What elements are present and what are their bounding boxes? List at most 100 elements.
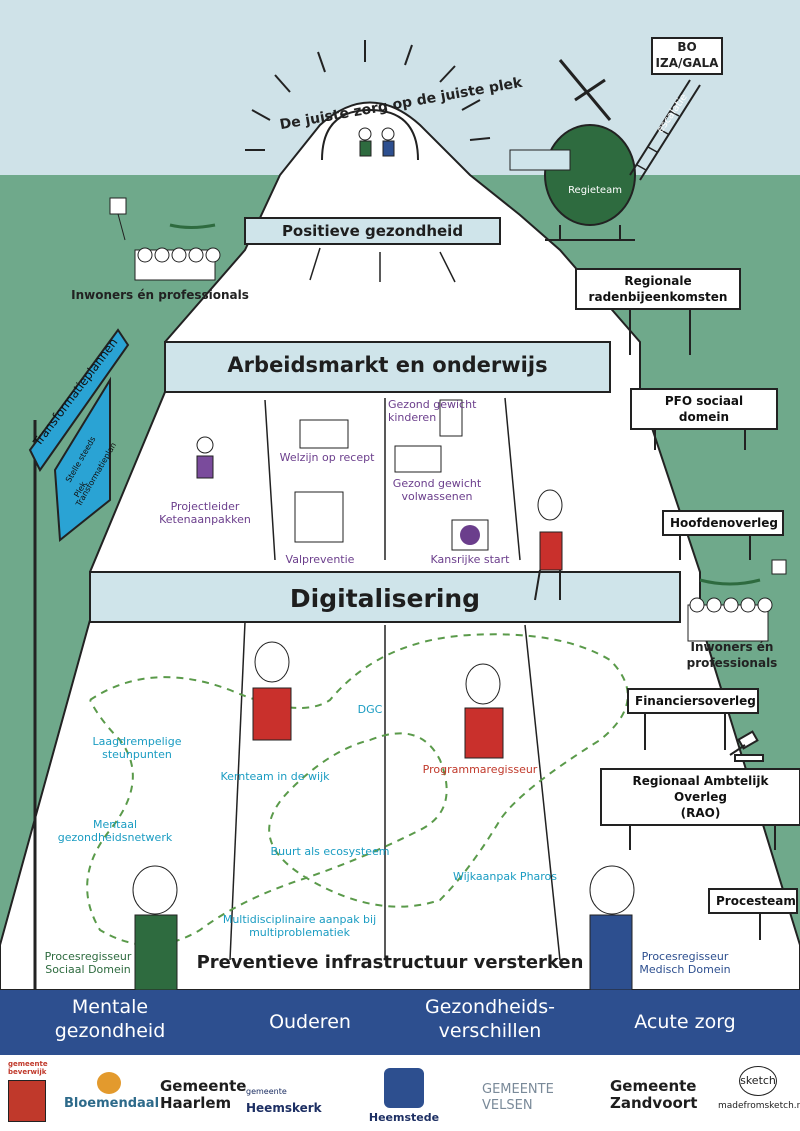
logo-zandvoort-1: Gemeente (610, 1077, 697, 1095)
logo-velsen-2: VELSEN (482, 1098, 533, 1113)
sitting-figure (534, 489, 563, 601)
logo-velsen: GEMEENTE VELSEN (452, 1082, 602, 1114)
gezond-kind-2: kinderen (388, 411, 437, 424)
pillar-acute: Acute zorg (634, 1011, 736, 1033)
logo-heemstede-text: Heemstede (368, 1111, 440, 1124)
pillar-ouderen: Ouderen (269, 1011, 351, 1033)
wijkaanpak-label: Wijkaanpak Pharos (452, 870, 558, 883)
gezond-volw-2: volwassenen (401, 490, 473, 503)
helicopter-box-line2: IZA/GALA (655, 56, 719, 70)
gezond-volw-icon (394, 445, 442, 473)
sign-regionale-1: Regionale (624, 274, 692, 288)
group-right-label-2: professionals (686, 656, 778, 670)
proces-med-2: Medisch Domein (639, 963, 731, 976)
sun-rays-icon (245, 40, 491, 151)
gezond-kind-icon (439, 399, 463, 437)
group-right-label-1: Inwoners én (690, 640, 774, 654)
top-figures (358, 127, 395, 157)
logo-heemskerk-2: Heemskerk (246, 1101, 322, 1115)
logo-bloemendaal-text: Bloemendaal (64, 1096, 160, 1111)
group-top-left (109, 197, 221, 281)
helicopter-icon (509, 37, 723, 241)
welzijn-label: Welzijn op recept (279, 451, 375, 464)
sign-financiers: Financiersoverleg (627, 688, 759, 714)
group-right (687, 559, 787, 642)
programmaregisseur-label: Programmaregisseur (422, 763, 538, 776)
procesregisseur-med-figure (589, 865, 635, 991)
pillar-mentale-1: Mentale (71, 996, 149, 1018)
welzijn-icon (299, 419, 349, 449)
helicopter-box-line1: BO (677, 40, 697, 54)
sign-regionale-2: radenbijeenkomsten (588, 290, 728, 304)
pillar-gezondheids-1: Gezondheids- (425, 996, 555, 1018)
logo-zandvoort: Gemeente Zandvoort (585, 1078, 730, 1112)
proces-soc-2: Sociaal Domein (45, 963, 131, 976)
sign-rao-2: (RAO) (680, 806, 721, 820)
pillars-bar (0, 990, 800, 1055)
logo-beverwijk-1: gemeente (8, 1060, 48, 1068)
logo-beverwijk-2: beverwijk (8, 1068, 47, 1076)
gavel-icon (729, 730, 764, 762)
lane-lines (229, 247, 561, 961)
projectleider-1: Projectleider (170, 500, 240, 513)
logo-heemstede: Heemstede (366, 1068, 442, 1126)
bloemendaal-flower-icon (97, 1072, 121, 1094)
kernteam-figure (252, 641, 292, 741)
mentaal-1: Mentaal (92, 818, 138, 831)
beverwijk-crest-icon (8, 1080, 46, 1122)
sign-procesteam: Procesteam (708, 888, 798, 914)
proces-soc-1: Procesregisseur (44, 950, 132, 963)
multi-2: multiproblematiek (249, 926, 350, 939)
signpost-icon (28, 328, 130, 990)
dashed-path (86, 633, 629, 946)
regieteam-label: Regieteam (568, 185, 622, 196)
banner-preventieve: Preventieve infrastructuur versterken (196, 952, 584, 973)
mentaal-2: gezondheidsnetwerk (57, 831, 173, 844)
logo-beverwijk: gemeente beverwijk (8, 1060, 53, 1122)
logo-zandvoort-2: Zandvoort (610, 1094, 698, 1112)
banner-arbeidsmarkt-bg (164, 341, 611, 393)
logo-heemskerk-1: gemeente (246, 1087, 287, 1096)
kernteam-label: Kernteam in de wijk (220, 770, 330, 783)
banner-positieve: Positieve gezondheid (281, 222, 464, 240)
heemstede-crest-icon (384, 1068, 424, 1108)
sign-regionale: Regionale radenbijeenkomsten (575, 268, 741, 310)
banner-digitalisering: Digitalisering (289, 584, 481, 613)
sign-hoofden: Hoofdenoverleg (662, 510, 784, 536)
logo-velsen-1: GEMEENTE (482, 1082, 554, 1097)
logo-sketch: sketch madefromsketch.nl (718, 1066, 800, 1114)
sign-rao-1: Regionaal Ambtelijk Overleg (632, 774, 769, 804)
projectleider-figure (196, 436, 214, 479)
kansrijke-label: Kansrijke start (430, 553, 510, 566)
programmaregisseur-figure (464, 663, 504, 759)
sketch-circle-icon: sketch (739, 1066, 777, 1096)
buurt-label: Buurt als ecosysteem (270, 845, 390, 858)
sign-pfo: PFO sociaal domein (630, 388, 778, 430)
banner-digitalisering-bg (89, 571, 681, 623)
logo-sketch-text: madefromsketch.nl (718, 1101, 800, 1111)
dgc-label: DGC (357, 703, 383, 716)
pillar-mentale-2: gezondheid (54, 1020, 166, 1042)
procesregisseur-soc-figure (132, 865, 178, 991)
gezond-kind-1: Gezond gewicht (388, 398, 477, 411)
pillar-mentale: Mentale gezondheid (30, 995, 190, 1043)
logo-haarlem-2: Haarlem (160, 1094, 232, 1112)
banner-positieve-bg (244, 217, 501, 245)
valpreventie-icon (294, 491, 344, 543)
banner-arbeidsmarkt: Arbeidsmarkt en onderwijs (227, 353, 548, 377)
group-top-left-label: Inwoners én professionals (71, 288, 249, 302)
projectleider-2: Ketenaanpakken (159, 513, 251, 526)
pillar-gezondheids-2: verschillen (438, 1020, 542, 1042)
logo-haarlem: Gemeente Haarlem (140, 1078, 270, 1112)
sign-rao: Regionaal Ambtelijk Overleg (RAO) (600, 768, 800, 826)
laagdrempelige-1: Laagdrempelige (92, 735, 182, 748)
proces-med-1: Procesregisseur (641, 950, 729, 963)
pillar-gezondheids: Gezondheids- verschillen (410, 995, 570, 1043)
logo-bloemendaal: Bloemendaal (64, 1072, 160, 1112)
play-icon (460, 525, 480, 545)
multi-1: Multidisciplinaire aanpak bij (222, 913, 377, 926)
logo-haarlem-1: Gemeente (160, 1077, 247, 1095)
valpreventie-label: Valpreventie (285, 553, 355, 566)
gezond-volw-1: Gezond gewicht (392, 477, 482, 490)
logo-heemskerk: gemeente Heemskerk (246, 1082, 356, 1116)
